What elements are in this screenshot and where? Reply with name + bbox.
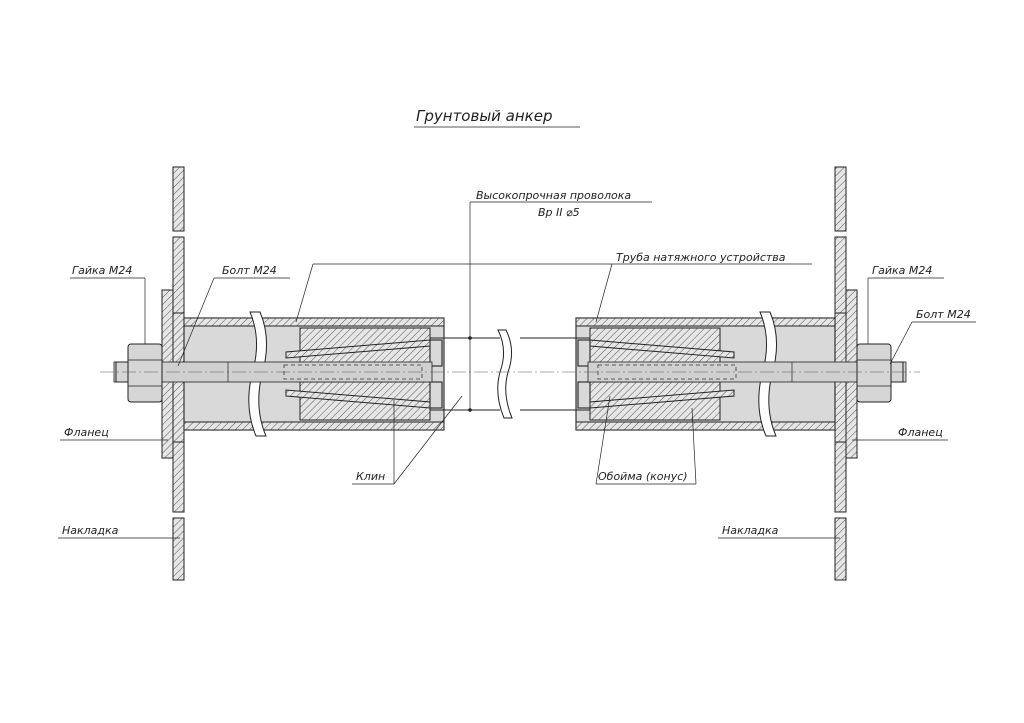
right-nut xyxy=(856,343,904,403)
label-cone-text: Обойма (конус) xyxy=(598,470,688,483)
label-wire-text: Высокопрочная проволока xyxy=(476,189,631,202)
title-text: Грунтовый анкер xyxy=(416,107,553,125)
label-flange-right-text: Фланец xyxy=(898,426,943,439)
label-pipe: Труба натяжного устройства xyxy=(295,251,812,323)
label-cone: Обойма (конус) xyxy=(595,395,697,485)
label-plate-right-text: Накладка xyxy=(722,524,779,537)
right-wedges xyxy=(589,339,735,409)
label-bolt-left: Болт М24 xyxy=(177,264,290,367)
label-wedge-text: Клин xyxy=(356,470,385,483)
label-wire-spec: Вр II ⌀5 xyxy=(538,206,580,219)
wire-break xyxy=(497,329,513,419)
label-pipe-text: Труба натяжного устройства xyxy=(616,251,786,264)
label-flange-left-text: Фланец xyxy=(64,426,109,439)
label-bolt-right-text: Болт М24 xyxy=(916,308,971,321)
label-nut-right-text: Гайка М24 xyxy=(872,264,932,277)
label-bolt-left-text: Болт М24 xyxy=(222,264,277,277)
high-strength-wire xyxy=(430,329,590,419)
label-bolt-right: Болт М24 xyxy=(889,308,976,365)
left-nut xyxy=(115,343,163,403)
drawing-title: Грунтовый анкер xyxy=(414,107,580,128)
label-flange-right: Фланец xyxy=(852,426,948,441)
label-nut-right: Гайка М24 xyxy=(867,264,944,344)
label-nut-left-text: Гайка М24 xyxy=(72,264,132,277)
label-flange-left: Фланец xyxy=(60,426,168,441)
label-plate-left: Накладка xyxy=(58,524,180,539)
label-nut-left: Гайка М24 xyxy=(70,264,146,344)
label-plate-left-text: Накладка xyxy=(62,524,119,537)
label-wedge: Клин xyxy=(352,395,463,485)
label-wire: Высокопрочная проволока Вр II ⌀5 xyxy=(468,189,652,412)
label-plate-right: Накладка xyxy=(718,524,840,539)
